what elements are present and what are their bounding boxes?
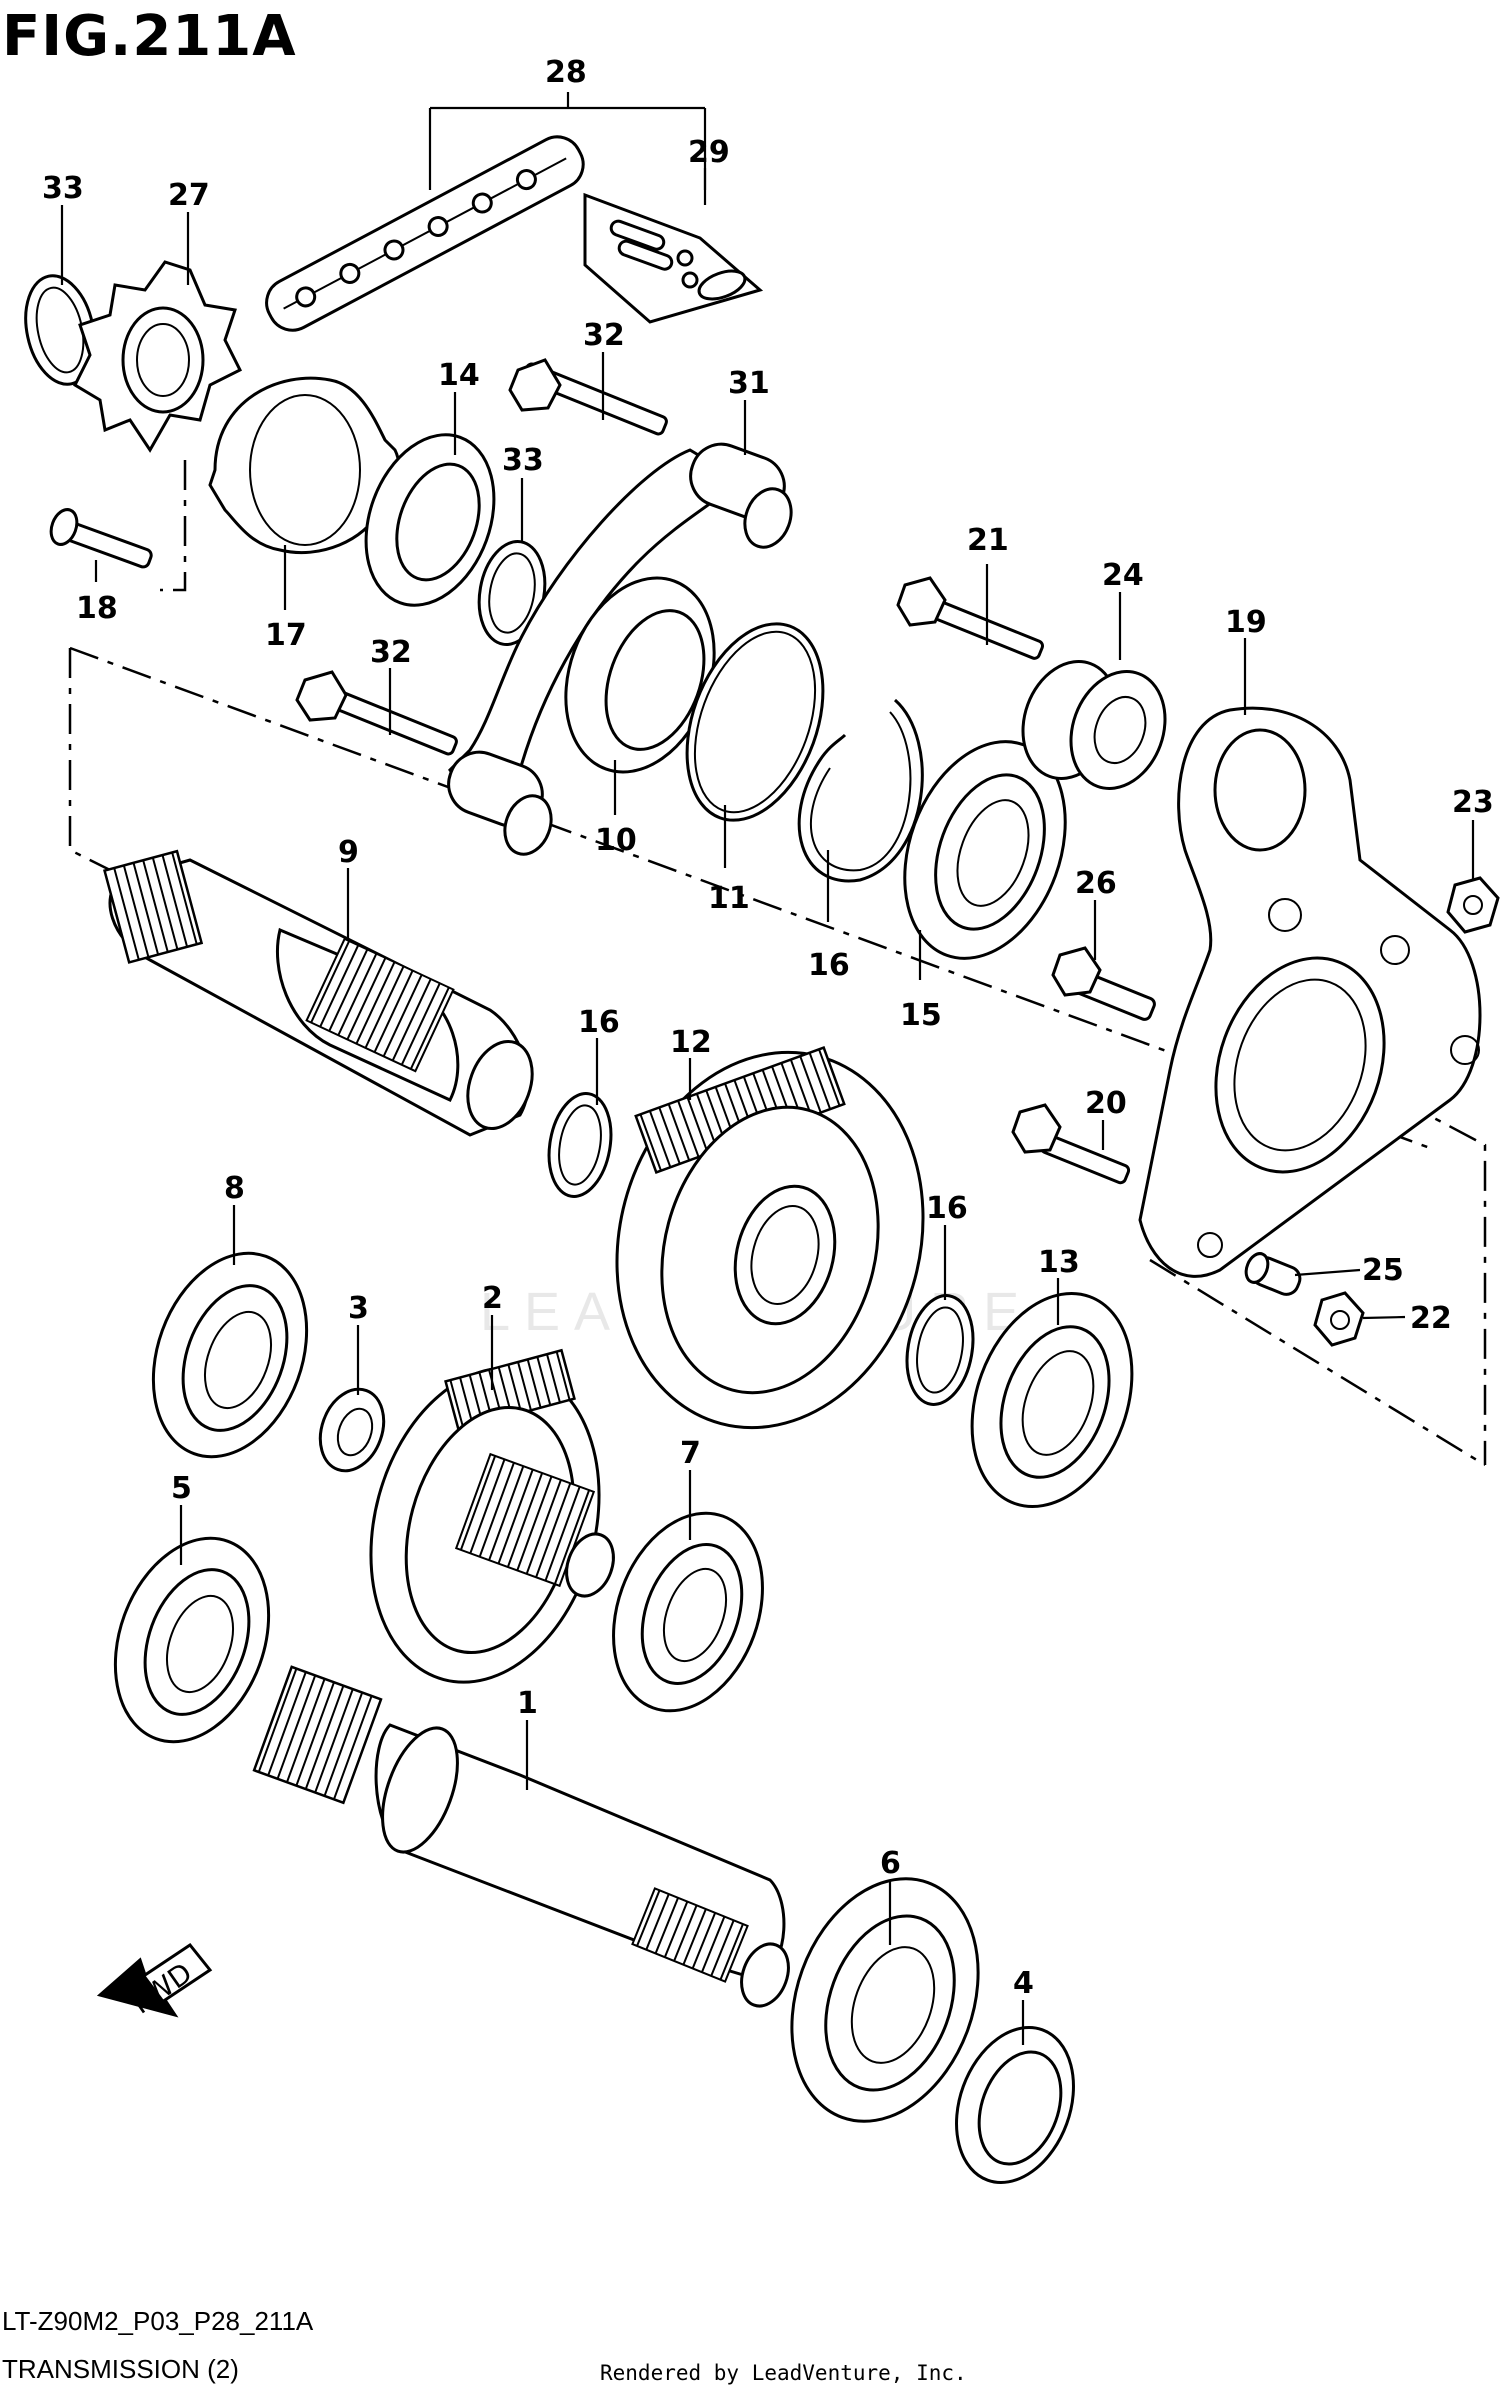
bolt-27[interactable]: [1051, 946, 1156, 1021]
callout-25[interactable]: 24: [1102, 558, 1144, 593]
callout-8[interactable]: 8: [224, 1171, 245, 1206]
callout-22[interactable]: 21: [967, 523, 1009, 558]
screw-19[interactable]: [47, 506, 153, 569]
assembly-guide-lines: [68, 460, 1487, 1467]
callout-labels: 28 29 33 27 14 33 32 31 18 17 32 21 24 1…: [42, 55, 1494, 2001]
bearing-8[interactable]: [126, 1232, 333, 1479]
callout-20[interactable]: 19: [1225, 605, 1267, 640]
callout-33a[interactable]: 33: [42, 171, 84, 206]
render-credit: Rendered by LeadVenture, Inc.: [600, 2361, 967, 2385]
callout-7[interactable]: 7: [680, 1436, 701, 1471]
callout-15[interactable]: 15: [900, 998, 942, 1033]
bolt-22[interactable]: [896, 576, 1044, 660]
callout-3[interactable]: 3: [348, 1291, 369, 1326]
circlip-16b[interactable]: [899, 1290, 981, 1409]
callout-30[interactable]: 29: [688, 135, 730, 170]
callout-17[interactable]: 16: [808, 948, 850, 983]
callout-9[interactable]: 9: [338, 835, 359, 870]
bearing-6[interactable]: [760, 1852, 1011, 2147]
circlip-33b[interactable]: [471, 536, 552, 650]
callout-27[interactable]: 26: [1075, 866, 1117, 901]
callout-31[interactable]: 31: [728, 366, 770, 401]
chain-joint[interactable]: [583, 192, 764, 324]
bearing-15[interactable]: [876, 719, 1094, 981]
forward-direction-arrow: FWD: [96, 1942, 213, 2021]
o-ring-11[interactable]: [662, 605, 848, 839]
bearing-7[interactable]: [587, 1492, 788, 1732]
callout-24[interactable]: 23: [1452, 785, 1494, 820]
callout-10[interactable]: 10: [595, 823, 637, 858]
washer-3[interactable]: [309, 1380, 394, 1479]
circlip-16a[interactable]: [541, 1089, 618, 1202]
callout-33b[interactable]: 33: [502, 443, 544, 478]
callout-4[interactable]: 4: [1013, 1966, 1034, 2001]
section-name: TRANSMISSION (2): [2, 2354, 239, 2384]
bearing-5[interactable]: [88, 1517, 295, 1764]
main-shaft-1[interactable]: [252, 1665, 797, 2013]
callout-5[interactable]: 5: [171, 1471, 192, 1506]
callout-23[interactable]: 22: [1410, 1301, 1452, 1336]
countershaft-9[interactable]: [103, 849, 544, 1137]
oil-seal-14[interactable]: [344, 417, 517, 623]
bolt-32b[interactable]: [295, 670, 458, 756]
bearing-13[interactable]: [944, 1271, 1160, 1529]
callout-1[interactable]: 1: [517, 1686, 538, 1721]
callout-13[interactable]: 13: [1038, 1245, 1080, 1280]
callout-32b[interactable]: 32: [370, 635, 412, 670]
callout-32a[interactable]: 32: [583, 318, 625, 353]
callout-19[interactable]: 18: [76, 591, 118, 626]
dowel-pin-26[interactable]: [1242, 1250, 1303, 1298]
callout-6[interactable]: 6: [880, 1846, 901, 1881]
nut-24[interactable]: [1446, 876, 1500, 934]
callout-29[interactable]: 28: [545, 55, 587, 90]
model-code: LT-Z90M2_P03_P28_211A: [2, 2306, 314, 2336]
bearing-holder-10[interactable]: [540, 557, 740, 793]
callout-2[interactable]: 2: [482, 1281, 503, 1316]
sleeve-25[interactable]: [1007, 648, 1181, 802]
nut-23[interactable]: [1313, 1291, 1365, 1347]
callout-12[interactable]: 12: [670, 1025, 712, 1060]
drive-chain[interactable]: [258, 128, 591, 338]
circlip-17[interactable]: [797, 698, 924, 883]
callout-26[interactable]: 25: [1362, 1253, 1404, 1288]
countershaft-gear-12[interactable]: [576, 1018, 964, 1463]
callout-16b[interactable]: 16: [926, 1191, 968, 1226]
callout-14[interactable]: 14: [438, 358, 480, 393]
callout-21[interactable]: 20: [1085, 1086, 1127, 1121]
callout-28[interactable]: 27: [168, 178, 210, 213]
chain-tensioner-arm[interactable]: [440, 436, 799, 861]
bolt-21[interactable]: [1011, 1103, 1131, 1185]
callout-18[interactable]: 17: [265, 618, 307, 653]
callout-16a[interactable]: 16: [578, 1005, 620, 1040]
case-cover-20[interactable]: [1138, 706, 1482, 1278]
engine-sprocket[interactable]: [73, 260, 243, 453]
leader-lines: [60, 92, 1475, 2045]
figure-title: FIG.211A: [2, 4, 297, 69]
callout-11[interactable]: 11: [708, 881, 750, 916]
gear-2[interactable]: [337, 1342, 632, 1708]
oil-seal-4[interactable]: [936, 2011, 1094, 2199]
bolt-32a[interactable]: [508, 358, 668, 436]
